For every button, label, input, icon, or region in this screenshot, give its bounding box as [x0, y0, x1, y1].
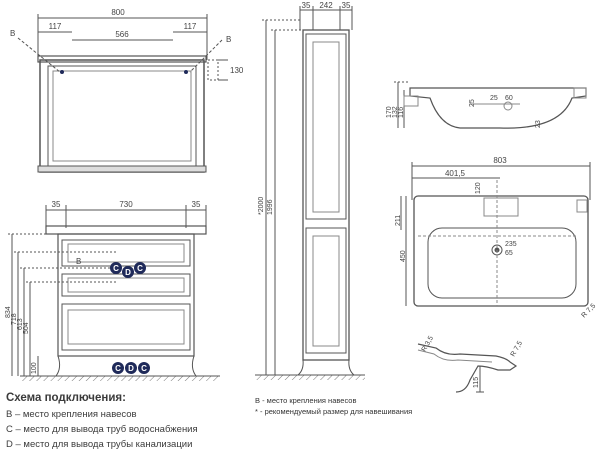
note-recommended: * - рекомендуемый размер для навешивания — [255, 407, 413, 416]
vanity-mount-label: B — [76, 257, 81, 266]
cabinet-height-1996: 1996 — [267, 199, 274, 215]
water-mark-right — [134, 262, 146, 274]
basin-side-23: 23 — [535, 120, 542, 128]
connection-legend: Схема подключения: B – место крепления н… — [6, 392, 256, 452]
vanity-drawing — [8, 205, 220, 381]
vanity-top-width-label: 730 — [119, 200, 133, 209]
mirror-inner-width-label: 566 — [115, 30, 129, 39]
basin-side-132: 132 — [392, 106, 399, 118]
vanity-side-left-label: 35 — [52, 200, 61, 209]
basin-section-drawing — [417, 343, 518, 393]
vanity-marks-bottom: C D C — [112, 362, 150, 374]
basin-top-211: 211 — [395, 215, 402, 226]
mark-d-top: D — [125, 268, 131, 277]
mark-c-top-right: C — [137, 264, 143, 273]
vanity-height-613: 613 — [17, 318, 24, 330]
water-mark-bottom-right — [138, 362, 150, 374]
basin-side-170: 170 — [386, 106, 393, 118]
vanity-height-504: 504 — [23, 322, 30, 334]
cabinet-height-2000: *2000 — [258, 197, 265, 215]
cabinet-width-left: 35 — [302, 1, 311, 10]
basin-top-235: 235 — [505, 241, 517, 248]
basin-top-radius: R 7,5 — [580, 303, 597, 320]
vanity-height-100: 100 — [31, 362, 38, 374]
drain-mark-bottom — [125, 362, 137, 374]
drain-mark-top — [122, 266, 134, 278]
mark-c-bottom-right: C — [141, 364, 147, 373]
basin-section-115: 115 — [473, 377, 480, 388]
mirror-mount-left-label: B — [10, 29, 15, 38]
basin-top-drawing — [400, 162, 591, 307]
mirror-offset-left-label: 117 — [49, 22, 62, 31]
basin-side-drawing — [394, 81, 587, 129]
cabinet-width-center: 242 — [319, 1, 333, 10]
legend-item-d: D – место для вывода трубы канализации — [6, 439, 193, 450]
water-mark-bottom-left — [112, 362, 124, 374]
basin-top-120: 120 — [475, 182, 482, 194]
basin-side-25a: 25 — [469, 99, 476, 107]
cabinet-notes: B - место крепления навесов * - рекоменд… — [255, 395, 435, 417]
basin-top-width-label: 803 — [493, 156, 507, 165]
legend-item-c: С – место для вывода труб водоснабжения — [6, 424, 198, 435]
mirror-height-note-label: 130 — [230, 66, 244, 75]
basin-top-offset-label: 401,5 — [445, 169, 466, 178]
mark-c-top-left: C — [113, 264, 119, 273]
water-mark-left — [110, 262, 122, 274]
note-mount: B - место крепления навесов — [255, 396, 357, 405]
cabinet-width-right: 35 — [342, 1, 351, 10]
basin-side-116: 116 — [398, 107, 405, 118]
mark-c-bottom-left: C — [115, 364, 121, 373]
vanity-side-right-label: 35 — [192, 200, 201, 209]
mirror-offset-right-label: 117 — [184, 22, 197, 31]
mirror-drawing — [17, 14, 228, 173]
cabinet-drawing — [255, 6, 365, 380]
basin-side-60: 60 — [505, 95, 513, 102]
basin-side-25b: 25 — [490, 95, 498, 102]
mark-d-bottom: D — [128, 364, 134, 373]
basin-top-450: 450 — [400, 250, 407, 262]
basin-top-65: 65 — [505, 250, 513, 257]
mirror-width-label: 800 — [111, 8, 125, 17]
legend-title: Схема подключения: — [6, 392, 126, 404]
mirror-mount-right-label: B — [226, 35, 231, 44]
vanity-height-718: 718 — [11, 313, 18, 325]
vanity-marks-top: C D C — [110, 262, 146, 278]
basin-section-r35: R 3,5 — [421, 335, 435, 353]
basin-section-r75: R 7,5 — [510, 340, 524, 358]
vanity-height-834: 834 — [5, 306, 12, 318]
legend-item-b: B – место крепления навесов — [6, 409, 137, 420]
